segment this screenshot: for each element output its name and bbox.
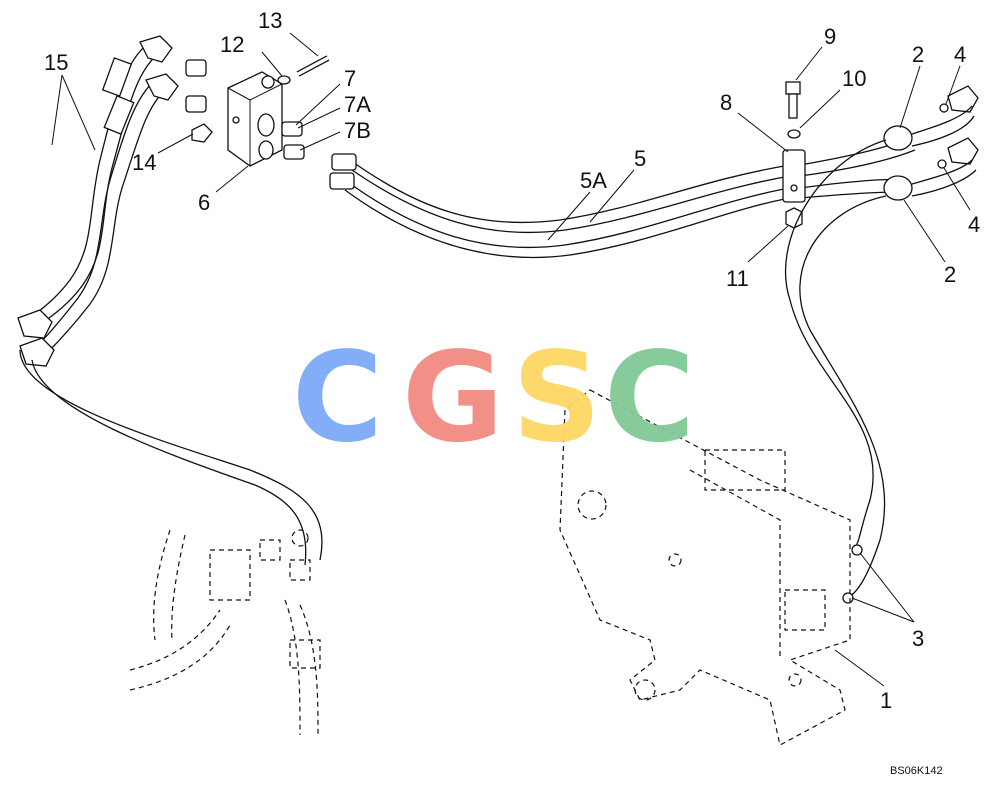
callout-3: 3 — [912, 626, 924, 651]
callout-1: 1 — [880, 688, 892, 713]
valve-block-6 — [227, 71, 283, 167]
watermark-letter-c2: C — [604, 326, 695, 470]
watermark-letter-c1: C — [292, 326, 383, 470]
leader-lines — [51, 32, 971, 687]
watermark: C G S C — [292, 326, 695, 470]
fittings-group — [185, 59, 213, 143]
callouts: 13 12 7 7A 7B 15 14 6 9 10 8 5 5A 11 2 4… — [44, 8, 980, 777]
callout-8: 8 — [720, 90, 732, 115]
callout-7a: 7A — [344, 92, 371, 117]
clamp-8 — [782, 81, 806, 229]
drawing-code: BS06K142 — [890, 765, 943, 777]
callout-14: 14 — [132, 150, 156, 175]
hoses-5-5a — [329, 137, 916, 259]
callout-11: 11 — [726, 266, 749, 291]
callout-2-bottom: 2 — [944, 262, 956, 287]
watermark-letter-s: S — [512, 326, 601, 470]
callout-9: 9 — [824, 24, 836, 49]
callout-13: 13 — [258, 8, 282, 33]
hose-assembly-15 — [17, 35, 323, 566]
callout-6: 6 — [198, 190, 210, 215]
bolt-13 — [277, 55, 330, 85]
callout-7b: 7B — [344, 118, 371, 143]
lower-left-assembly — [129, 529, 321, 736]
fittings-2-4 — [883, 85, 979, 201]
callout-10: 10 — [842, 66, 866, 91]
callout-15: 15 — [44, 50, 68, 75]
watermark-letter-g: G — [402, 326, 504, 470]
main-control-valve-1 — [559, 389, 851, 746]
callout-5a: 5A — [580, 168, 607, 193]
fittings-7 — [281, 121, 305, 160]
callout-7: 7 — [344, 66, 356, 91]
callout-4-top: 4 — [954, 42, 966, 67]
callout-4-bottom: 4 — [968, 212, 980, 237]
right-hoses — [785, 139, 887, 604]
callout-2-top: 2 — [912, 42, 924, 67]
callout-5: 5 — [634, 146, 646, 171]
callout-12: 12 — [220, 32, 244, 57]
